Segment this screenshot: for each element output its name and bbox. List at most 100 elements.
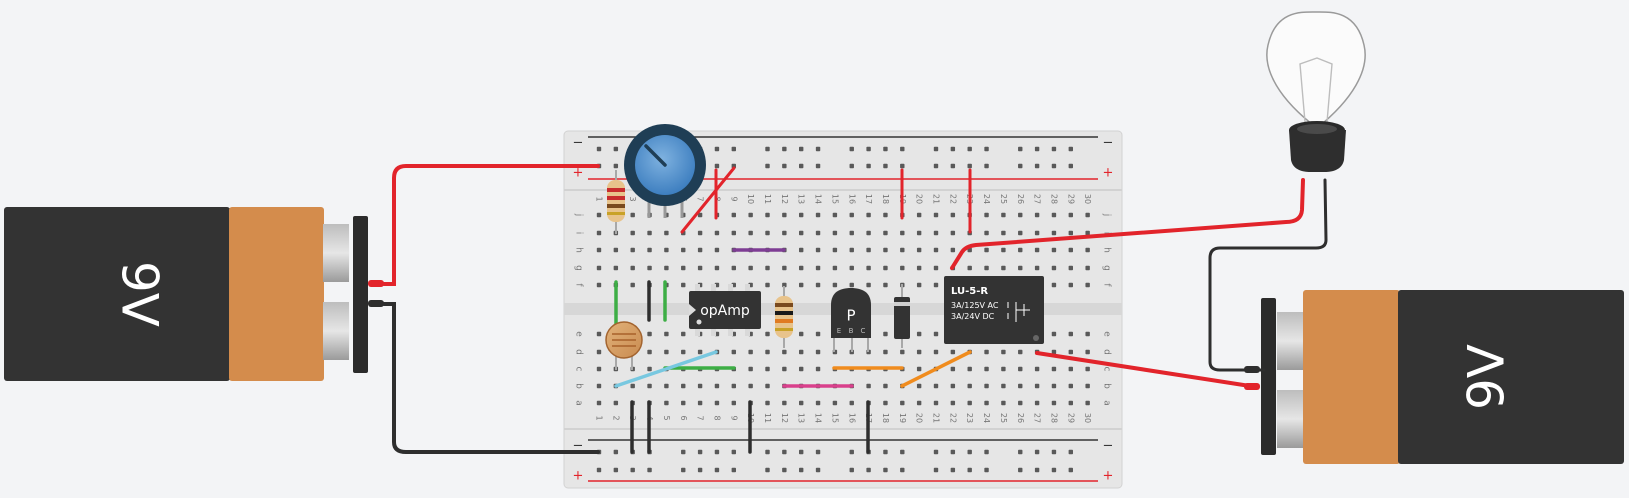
- breadboard-hole[interactable]: [630, 282, 635, 288]
- diode[interactable]: [894, 284, 910, 348]
- breadboard-hole[interactable]: [866, 282, 871, 288]
- breadboard-hole[interactable]: [1051, 366, 1057, 372]
- breadboard-hole[interactable]: [782, 349, 787, 355]
- breadboard-hole[interactable]: [1018, 265, 1023, 271]
- breadboard-hole[interactable]: [815, 400, 821, 406]
- breadboard-hole[interactable]: [731, 449, 736, 455]
- breadboard-hole[interactable]: [916, 383, 922, 389]
- breadboard-hole[interactable]: [664, 400, 669, 406]
- breadboard-hole[interactable]: [681, 449, 686, 455]
- relay[interactable]: LU-5-R 3A/125V AC 3A/24V DC: [944, 276, 1044, 344]
- breadboard-hole[interactable]: [1051, 212, 1057, 218]
- breadboard-hole[interactable]: [1085, 349, 1090, 355]
- breadboard-hole[interactable]: [950, 383, 956, 389]
- breadboard-hole[interactable]: [1001, 400, 1006, 406]
- breadboard-hole[interactable]: [883, 212, 888, 218]
- breadboard-hole[interactable]: [596, 247, 602, 253]
- breadboard-hole[interactable]: [900, 400, 905, 406]
- breadboard-hole[interactable]: [799, 230, 804, 236]
- breadboard-hole[interactable]: [950, 163, 956, 169]
- wire-orange-jumper-2[interactable]: [900, 350, 972, 388]
- breadboard-hole[interactable]: [731, 265, 736, 271]
- wire-black-battery-to-rail[interactable]: [382, 302, 600, 454]
- breadboard-hole[interactable]: [1034, 247, 1040, 253]
- breadboard-hole[interactable]: [883, 349, 888, 355]
- breadboard-hole[interactable]: [832, 282, 838, 288]
- breadboard-hole[interactable]: [782, 212, 787, 218]
- breadboard-hole[interactable]: [1018, 467, 1023, 473]
- breadboard-hole[interactable]: [697, 449, 703, 455]
- breadboard-hole[interactable]: [849, 282, 854, 288]
- breadboard-hole[interactable]: [849, 146, 854, 152]
- breadboard-hole[interactable]: [1034, 212, 1040, 218]
- breadboard-hole[interactable]: [613, 265, 619, 271]
- breadboard-hole[interactable]: [799, 212, 804, 218]
- breadboard-hole[interactable]: [950, 449, 956, 455]
- breadboard-hole[interactable]: [1068, 349, 1073, 355]
- breadboard-hole[interactable]: [748, 349, 753, 355]
- breadboard-hole[interactable]: [916, 212, 922, 218]
- breadboard-hole[interactable]: [1034, 400, 1040, 406]
- breadboard-hole[interactable]: [1068, 331, 1073, 337]
- breadboard-hole[interactable]: [1051, 383, 1057, 389]
- breadboard-hole[interactable]: [984, 163, 989, 169]
- breadboard-hole[interactable]: [984, 467, 989, 473]
- breadboard-hole[interactable]: [1085, 282, 1090, 288]
- breadboard-hole[interactable]: [900, 163, 905, 169]
- breadboard-hole[interactable]: [799, 400, 804, 406]
- breadboard-hole[interactable]: [613, 449, 619, 455]
- breadboard-hole[interactable]: [984, 366, 989, 372]
- breadboard-hole[interactable]: [748, 230, 753, 236]
- breadboard-hole[interactable]: [883, 265, 888, 271]
- breadboard-hole[interactable]: [647, 349, 652, 355]
- light-bulb[interactable]: [1266, 11, 1366, 172]
- breadboard-hole[interactable]: [714, 400, 720, 406]
- breadboard-hole[interactable]: [832, 230, 838, 236]
- breadboard-hole[interactable]: [731, 146, 736, 152]
- breadboard-hole[interactable]: [900, 349, 905, 355]
- breadboard-hole[interactable]: [630, 247, 635, 253]
- breadboard-hole[interactable]: [950, 247, 956, 253]
- breadboard-hole[interactable]: [1051, 349, 1057, 355]
- resistor-2[interactable]: [775, 286, 793, 348]
- breadboard-hole[interactable]: [782, 400, 787, 406]
- breadboard-hole[interactable]: [613, 146, 619, 152]
- breadboard-hole[interactable]: [866, 247, 871, 253]
- breadboard-hole[interactable]: [731, 212, 736, 218]
- breadboard-hole[interactable]: [1068, 247, 1073, 253]
- breadboard-hole[interactable]: [1018, 163, 1023, 169]
- breadboard-hole[interactable]: [1051, 265, 1057, 271]
- breadboard-hole[interactable]: [799, 163, 804, 169]
- breadboard-hole[interactable]: [984, 247, 989, 253]
- breadboard-hole[interactable]: [1085, 400, 1090, 406]
- breadboard-hole[interactable]: [849, 467, 854, 473]
- breadboard-hole[interactable]: [782, 467, 787, 473]
- breadboard-hole[interactable]: [849, 230, 854, 236]
- breadboard-hole[interactable]: [1034, 265, 1040, 271]
- breadboard-hole[interactable]: [647, 331, 652, 337]
- breadboard-hole[interactable]: [1085, 247, 1090, 253]
- breadboard-hole[interactable]: [984, 449, 989, 455]
- breadboard-hole[interactable]: [900, 265, 905, 271]
- breadboard-hole[interactable]: [1085, 212, 1090, 218]
- breadboard-hole[interactable]: [596, 282, 602, 288]
- breadboard-hole[interactable]: [1068, 400, 1073, 406]
- breadboard-hole[interactable]: [849, 212, 854, 218]
- breadboard-hole[interactable]: [815, 282, 821, 288]
- breadboard-hole[interactable]: [1001, 383, 1006, 389]
- breadboard-hole[interactable]: [765, 449, 770, 455]
- breadboard-hole[interactable]: [1034, 467, 1040, 473]
- breadboard-hole[interactable]: [1018, 247, 1023, 253]
- breadboard-hole[interactable]: [647, 247, 652, 253]
- breadboard-hole[interactable]: [967, 366, 972, 372]
- breadboard-hole[interactable]: [832, 212, 838, 218]
- breadboard-hole[interactable]: [815, 265, 821, 271]
- breadboard-hole[interactable]: [647, 366, 652, 372]
- breadboard-hole[interactable]: [916, 366, 922, 372]
- breadboard-hole[interactable]: [1068, 265, 1073, 271]
- breadboard-hole[interactable]: [984, 349, 989, 355]
- breadboard-hole[interactable]: [799, 331, 804, 337]
- breadboard-hole[interactable]: [900, 449, 905, 455]
- breadboard-hole[interactable]: [1068, 366, 1073, 372]
- breadboard-hole[interactable]: [748, 366, 753, 372]
